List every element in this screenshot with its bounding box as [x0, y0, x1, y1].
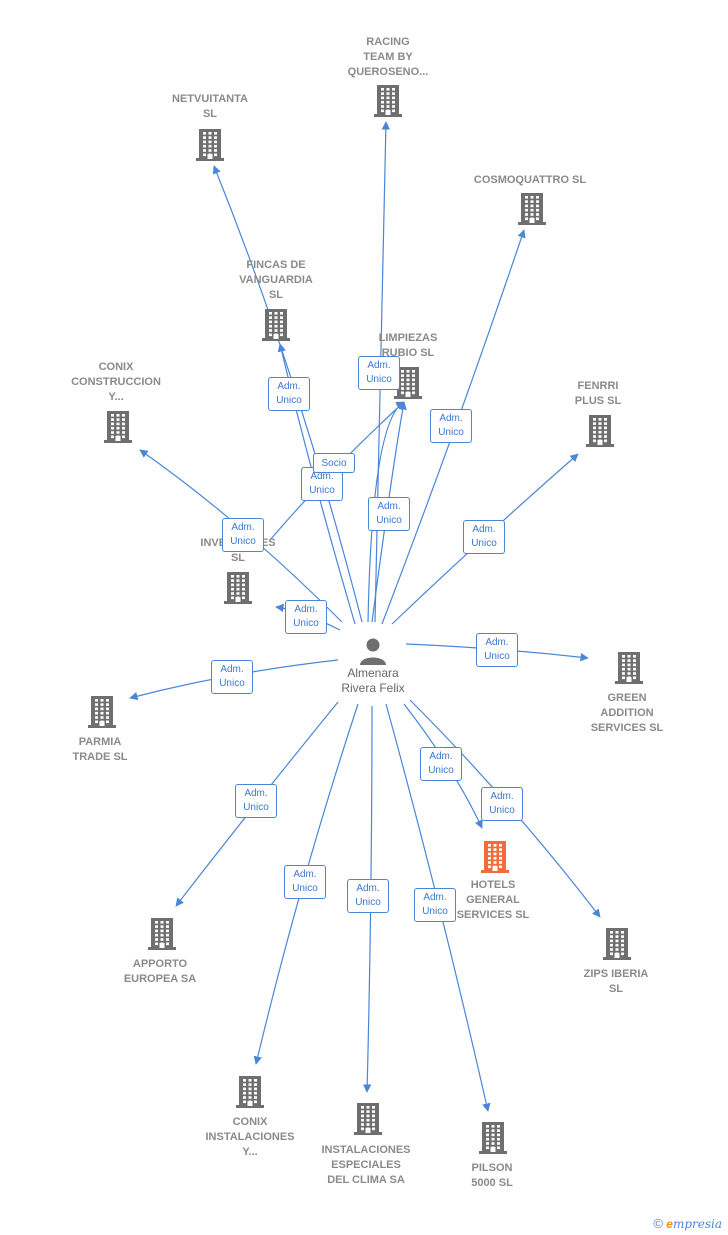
company-label-wrap-pilson: PILSON 5000 SL [422, 1161, 562, 1191]
company-label[interactable]: HOTELS GENERAL SERVICES SL [456, 879, 530, 921]
company-label[interactable]: ZIPS IBERIA SL [583, 968, 649, 995]
company-node-conix_construccion[interactable] [48, 409, 188, 443]
company-label-wrap-limpiezas: LIMPIEZAS RUBIO SL [338, 331, 478, 361]
company-label-wrap-conix_construccion: CONIX CONSTRUCCION Y... [46, 360, 186, 405]
building-icon [224, 572, 252, 604]
company-label[interactable]: FENRRI PLUS SL [574, 380, 622, 407]
company-label-wrap-zips: ZIPS IBERIA SL [546, 967, 686, 997]
company-node-netvuitanta[interactable] [140, 127, 280, 161]
company-label-wrap-racing: RACING TEAM BY QUEROSENO... [318, 35, 458, 80]
company-label[interactable]: FINCAS DE VANGUARDIA SL [239, 259, 313, 301]
company-label[interactable]: PARMIA TRADE SL [72, 736, 128, 763]
person-node[interactable]: Almenara Rivera Felix [303, 636, 443, 696]
company-label-wrap-green: GREEN ADDITION SERVICES SL [557, 691, 697, 736]
edge-label-fenrri[interactable]: Adm. Unico [463, 520, 505, 554]
company-node-instalaciones[interactable] [298, 1101, 438, 1135]
building-icon [104, 411, 132, 443]
company-label-wrap-conix_instalaciones: CONIX INSTALACIONES Y... [180, 1115, 320, 1160]
company-label-wrap-cosmoquattro: COSMOQUATTRO SL [460, 173, 600, 188]
company-label[interactable]: COSMOQUATTRO SL [473, 174, 587, 186]
building-icon [196, 129, 224, 161]
edge-limpiezas [371, 401, 407, 623]
edge-label-conix_construccion[interactable]: Adm. Unico [222, 518, 264, 552]
company-label-wrap-fenrri: FENRRI PLUS SL [528, 379, 668, 409]
company-label-wrap-hotels: HOTELS GENERAL SERVICES SL [423, 878, 563, 923]
company-node-hotels[interactable] [425, 839, 565, 873]
edge-label-green[interactable]: Adm. Unico [476, 633, 518, 667]
edge-label-apporto[interactable]: Adm. Unico [235, 784, 277, 818]
company-label[interactable]: CONIX CONSTRUCCION Y... [71, 361, 161, 403]
edge-label-netvuitanta[interactable]: Adm. Unico [268, 377, 310, 411]
copyright-symbol: © [653, 1216, 663, 1231]
building-icon [148, 918, 176, 950]
company-node-apporto[interactable] [92, 916, 232, 950]
edge-label-zips[interactable]: Adm. Unico [481, 787, 523, 821]
company-label-wrap-parmia: PARMIA TRADE SL [30, 735, 170, 765]
company-node-green[interactable] [559, 650, 699, 684]
building-icon [615, 652, 643, 684]
edge-label-limpiezas[interactable]: Socio [313, 453, 355, 473]
brand-logo-initial: e [666, 1217, 673, 1231]
company-label[interactable]: INSTALACIONES ESPECIALES DEL CLIMA SA [321, 1144, 411, 1186]
company-label[interactable]: APPORTO EUROPEA SA [123, 958, 197, 985]
edge-label-inversiones[interactable]: Adm. Unico [285, 600, 327, 634]
edge-label-parmia[interactable]: Adm. Unico [211, 660, 253, 694]
footer-brand: © empresia [653, 1216, 722, 1231]
building-icon [374, 85, 402, 117]
company-node-limpiezas[interactable] [338, 365, 478, 399]
building-icon [394, 367, 422, 399]
company-node-zips[interactable] [547, 926, 687, 960]
company-label-wrap-apporto: APPORTO EUROPEA SA [90, 957, 230, 987]
building-icon [481, 841, 509, 873]
company-label[interactable]: RACING TEAM BY QUEROSENO... [347, 36, 429, 78]
building-icon [88, 696, 116, 728]
building-icon [236, 1076, 264, 1108]
person-name[interactable]: Almenara Rivera Felix [341, 666, 405, 695]
company-label-wrap-instalaciones: INSTALACIONES ESPECIALES DEL CLIMA SA [296, 1143, 436, 1188]
building-icon [262, 309, 290, 341]
edge-limpiezas [367, 401, 405, 623]
edge-label-instalaciones[interactable]: Adm. Unico [347, 879, 389, 913]
person-icon [360, 638, 386, 665]
brand-logo-text: mpresia [672, 1217, 722, 1231]
company-node-pilson[interactable] [423, 1120, 563, 1154]
company-node-conix_instalaciones[interactable] [180, 1074, 320, 1108]
edge-label-limpiezas[interactable]: Adm. Unico [368, 497, 410, 531]
company-label[interactable]: PILSON 5000 SL [471, 1162, 513, 1189]
company-node-fincas[interactable] [206, 307, 346, 341]
building-icon [603, 928, 631, 960]
company-node-parmia[interactable] [32, 694, 172, 728]
edge-label-conix_instalaciones[interactable]: Adm. Unico [284, 865, 326, 899]
building-icon [479, 1122, 507, 1154]
company-label[interactable]: NETVUITANTA SL [172, 93, 248, 120]
edge-label-racing[interactable]: Adm. Unico [358, 356, 400, 390]
company-node-cosmoquattro[interactable] [462, 191, 602, 225]
company-label-wrap-fincas: FINCAS DE VANGUARDIA SL [206, 258, 346, 303]
company-node-inversiones[interactable] [168, 570, 308, 604]
building-icon [354, 1103, 382, 1135]
company-node-racing[interactable] [318, 83, 458, 117]
company-node-fenrri[interactable] [530, 413, 670, 447]
building-icon [518, 193, 546, 225]
edge-label-pilson[interactable]: Adm. Unico [414, 888, 456, 922]
edge-label-cosmoquattro[interactable]: Adm. Unico [430, 409, 472, 443]
company-label[interactable]: GREEN ADDITION SERVICES SL [590, 692, 664, 734]
building-icon [586, 415, 614, 447]
edge-label-hotels[interactable]: Adm. Unico [420, 747, 462, 781]
company-label[interactable]: LIMPIEZAS RUBIO SL [378, 332, 438, 359]
company-label-wrap-netvuitanta: NETVUITANTA SL [140, 92, 280, 122]
company-label[interactable]: CONIX INSTALACIONES Y... [205, 1116, 295, 1158]
